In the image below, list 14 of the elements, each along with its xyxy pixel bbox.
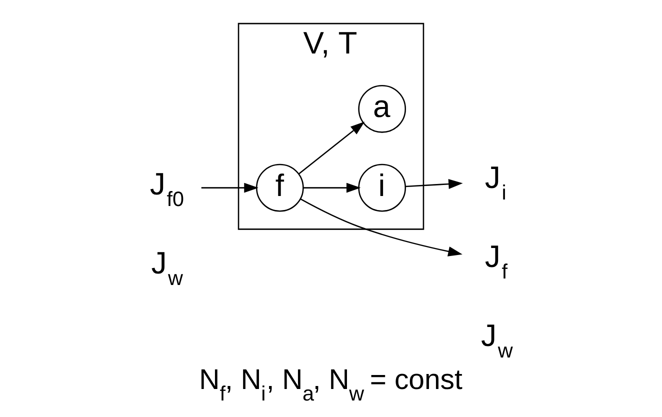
arrow [405,179,463,189]
arrow [298,122,365,174]
node-circle: i [358,164,406,212]
node-text: J$_{i}$ [484,160,506,205]
arrow [201,182,258,193]
node-circle: a [358,84,406,133]
arrow [303,182,361,193]
node-text: J$_{f0}$ [150,166,184,212]
caption: N$_{f}$, N$_{i}$, N$_{a}$, N$_{w}$ = const [199,364,462,406]
node-text: J$_{f}$ [484,238,508,284]
label: J$_{w}$ [481,318,513,362]
arrow [300,198,462,256]
label: J$_{w}$ [151,245,183,290]
node-circle: f [256,164,304,212]
